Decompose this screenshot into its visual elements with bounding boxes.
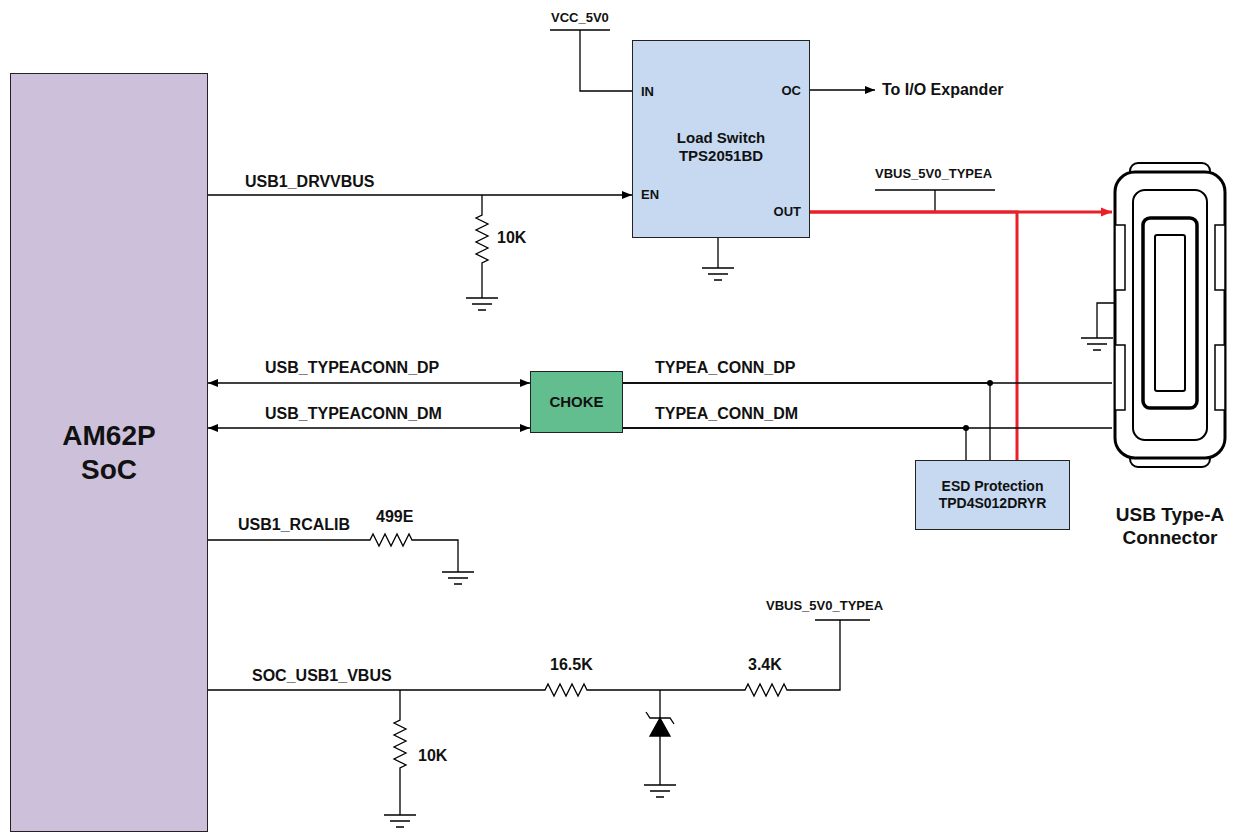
signal-wire xyxy=(623,383,990,460)
power-wire xyxy=(810,212,1017,460)
net-tag xyxy=(875,190,995,212)
junction-dot xyxy=(963,425,969,431)
resistor-symbol xyxy=(208,620,870,696)
component-name: Load Switch TPS2051BD xyxy=(633,129,809,165)
ground-symbol xyxy=(702,238,734,280)
connector-outline xyxy=(1115,172,1225,458)
zener-diode xyxy=(650,718,670,736)
pin-name: OC xyxy=(782,83,802,99)
pin-name: EN xyxy=(641,187,659,203)
connector-outline xyxy=(1115,345,1125,410)
net-name: TYPEA_CONN_DP xyxy=(655,358,795,377)
component-name: ESD Protection TPD4S012DRYR xyxy=(925,478,1060,512)
component-name: AM62P SoC xyxy=(49,419,169,486)
resistor-value: 10K xyxy=(418,746,447,765)
resistor-value: 16.5K xyxy=(550,655,593,674)
supply-wire xyxy=(550,30,632,91)
component-box: CHOKE xyxy=(530,371,623,433)
resistor-value: 499E xyxy=(376,507,413,526)
resistor-symbol xyxy=(208,534,458,572)
net-name: USB1_RCALIB xyxy=(238,515,350,534)
connector-outline xyxy=(1115,225,1125,290)
component-box: AM62P SoC xyxy=(10,73,208,832)
resistor-value: 10K xyxy=(497,228,526,247)
signal-wire xyxy=(208,427,530,428)
zener-diode xyxy=(646,690,674,785)
ground-symbol xyxy=(644,785,676,797)
connector-outline xyxy=(1155,235,1185,391)
signal-wire xyxy=(810,89,875,90)
ground-symbol xyxy=(1081,303,1116,350)
resistor-value: 3.4K xyxy=(748,655,782,674)
signal-note: To I/O Expander xyxy=(882,80,1004,99)
component-name: USB Type-A Connector xyxy=(1105,504,1235,550)
net-name: SOC_USB1_VBUS xyxy=(252,666,392,685)
connector-outline xyxy=(1215,225,1225,290)
resistor-symbol xyxy=(476,195,488,298)
component-name: CHOKE xyxy=(549,393,603,411)
connector-outline xyxy=(1143,218,1197,408)
pin-name: IN xyxy=(641,84,654,100)
pin-name: OUT xyxy=(774,204,801,220)
usb-connector: USB Type-A Connector xyxy=(1112,162,1228,468)
signal-wire xyxy=(208,194,632,195)
net-name: USB_TYPEACONN_DM xyxy=(265,404,442,423)
net-name: USB_TYPEACONN_DP xyxy=(265,358,439,377)
signal-wire xyxy=(208,382,530,383)
connector-illustration xyxy=(1112,162,1228,468)
component-box: IN OC Load Switch TPS2051BD EN OUT xyxy=(632,40,810,238)
net-tag-name: VBUS_5V0_TYPEA xyxy=(766,598,883,614)
net-tag-name: VCC_5V0 xyxy=(551,10,609,26)
net-name: USB1_DRVVBUS xyxy=(245,172,375,191)
connector-outline xyxy=(1215,345,1225,410)
connector-outline xyxy=(1133,190,1207,440)
signal-wire xyxy=(623,428,966,460)
ground-symbol xyxy=(466,298,498,310)
net-name: VBUS_5V0_TYPEA xyxy=(875,166,992,182)
component-box: ESD Protection TPD4S012DRYR xyxy=(915,460,1070,530)
resistor-symbol xyxy=(384,690,416,827)
junction-dot xyxy=(987,380,993,386)
net-name: TYPEA_CONN_DM xyxy=(655,404,798,423)
ground-symbol xyxy=(442,572,474,584)
